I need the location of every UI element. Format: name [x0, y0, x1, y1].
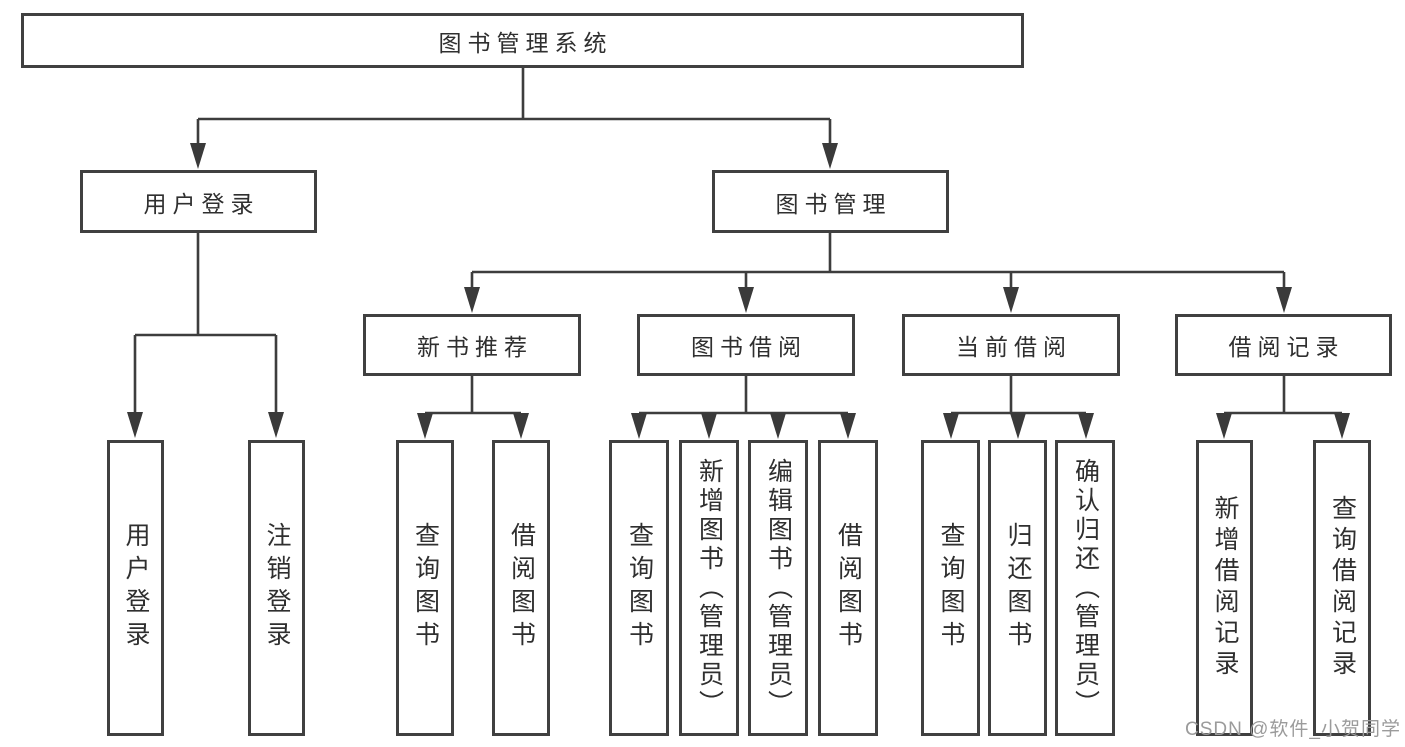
leaf-query-books-current: 查询图书: [921, 440, 980, 736]
leaf-confirm-return-admin: 确认归还（管理员）: [1055, 440, 1115, 736]
leaf-return-books: 归还图书: [988, 440, 1047, 736]
csdn-watermark: CSDN @软件_小贺同学: [1185, 719, 1401, 740]
arrowhead: [513, 413, 529, 439]
arrowhead: [1334, 413, 1350, 439]
arrowhead: [1010, 413, 1026, 439]
arrowhead: [190, 143, 206, 169]
leaf-user-login: 用户登录: [107, 440, 164, 736]
arrowhead: [943, 413, 959, 439]
connector-root-to-level2: [190, 68, 838, 169]
arrowhead: [268, 412, 284, 438]
leaf-query-borrow-record: 查询借阅记录: [1313, 440, 1371, 736]
arrowhead: [701, 413, 717, 439]
arrowhead: [631, 413, 647, 439]
arrowhead: [127, 412, 143, 438]
leaf-borrow-books: 借阅图书: [818, 440, 878, 736]
node-user-login: 用户登录: [80, 170, 317, 233]
arrowhead: [822, 143, 838, 169]
connector-user-login-children: [127, 233, 284, 438]
arrowhead: [1003, 287, 1019, 313]
node-borrowing-records: 借阅记录: [1175, 314, 1392, 376]
arrowhead: [417, 413, 433, 439]
node-current-borrowing: 当前借阅: [902, 314, 1120, 376]
arrowhead: [1216, 413, 1232, 439]
leaf-logout: 注销登录: [248, 440, 305, 736]
connector-current-borrowing-children: [943, 376, 1094, 439]
arrowhead: [1078, 413, 1094, 439]
arrowhead: [770, 413, 786, 439]
connector-new-book-recommend-children: [417, 376, 529, 439]
node-book-management: 图书管理: [712, 170, 949, 233]
node-new-book-recommend: 新书推荐: [363, 314, 581, 376]
leaf-query-books-borrowing: 查询图书: [609, 440, 669, 736]
arrowhead: [840, 413, 856, 439]
leaf-borrow-books-recommend: 借阅图书: [492, 440, 550, 736]
arrowhead: [738, 287, 754, 313]
connector-borrowing-records-children: [1216, 376, 1350, 439]
leaf-query-books-recommend: 查询图书: [396, 440, 454, 736]
arrowhead: [1276, 287, 1292, 313]
connector-book-borrowing-children: [631, 376, 856, 439]
node-book-borrowing: 图书借阅: [637, 314, 855, 376]
leaf-add-books-admin: 新增图书（管理员）: [679, 440, 739, 736]
node-root-library-management-system: 图书管理系统: [21, 13, 1024, 68]
leaf-edit-books-admin: 编辑图书（管理员）: [748, 440, 808, 736]
connector-book-management-children: [464, 233, 1292, 313]
leaf-add-borrow-record: 新增借阅记录: [1196, 440, 1253, 736]
arrowhead: [464, 287, 480, 313]
